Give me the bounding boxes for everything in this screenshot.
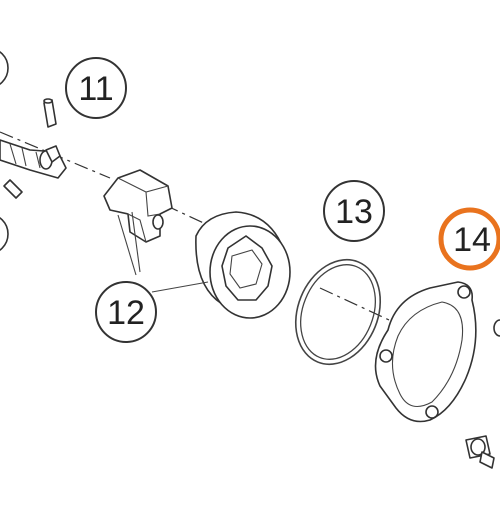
callout-14-label: 14 bbox=[453, 221, 491, 259]
callout-12[interactable]: 12 bbox=[95, 281, 157, 343]
leader-lines bbox=[117, 211, 209, 293]
callout-11[interactable]: 11 bbox=[65, 57, 127, 119]
callout-14[interactable]: 14 bbox=[438, 207, 500, 271]
small-pin-left bbox=[3, 179, 23, 199]
outer-rotor bbox=[195, 211, 291, 319]
cover-screw bbox=[465, 435, 495, 469]
partial-callout-left-bottom bbox=[0, 217, 9, 251]
pump-shaft bbox=[0, 139, 67, 179]
o-ring bbox=[294, 258, 382, 366]
dowel-pin bbox=[43, 98, 57, 128]
washer-right bbox=[493, 319, 500, 337]
partial-callout-left-top bbox=[0, 51, 9, 85]
callout-13-label: 13 bbox=[335, 193, 373, 231]
inner-rotor bbox=[103, 169, 173, 243]
callout-11-label: 11 bbox=[78, 70, 113, 108]
callout-13[interactable]: 13 bbox=[323, 180, 385, 242]
pump-cover bbox=[374, 281, 477, 423]
callout-12-label: 12 bbox=[107, 294, 145, 332]
